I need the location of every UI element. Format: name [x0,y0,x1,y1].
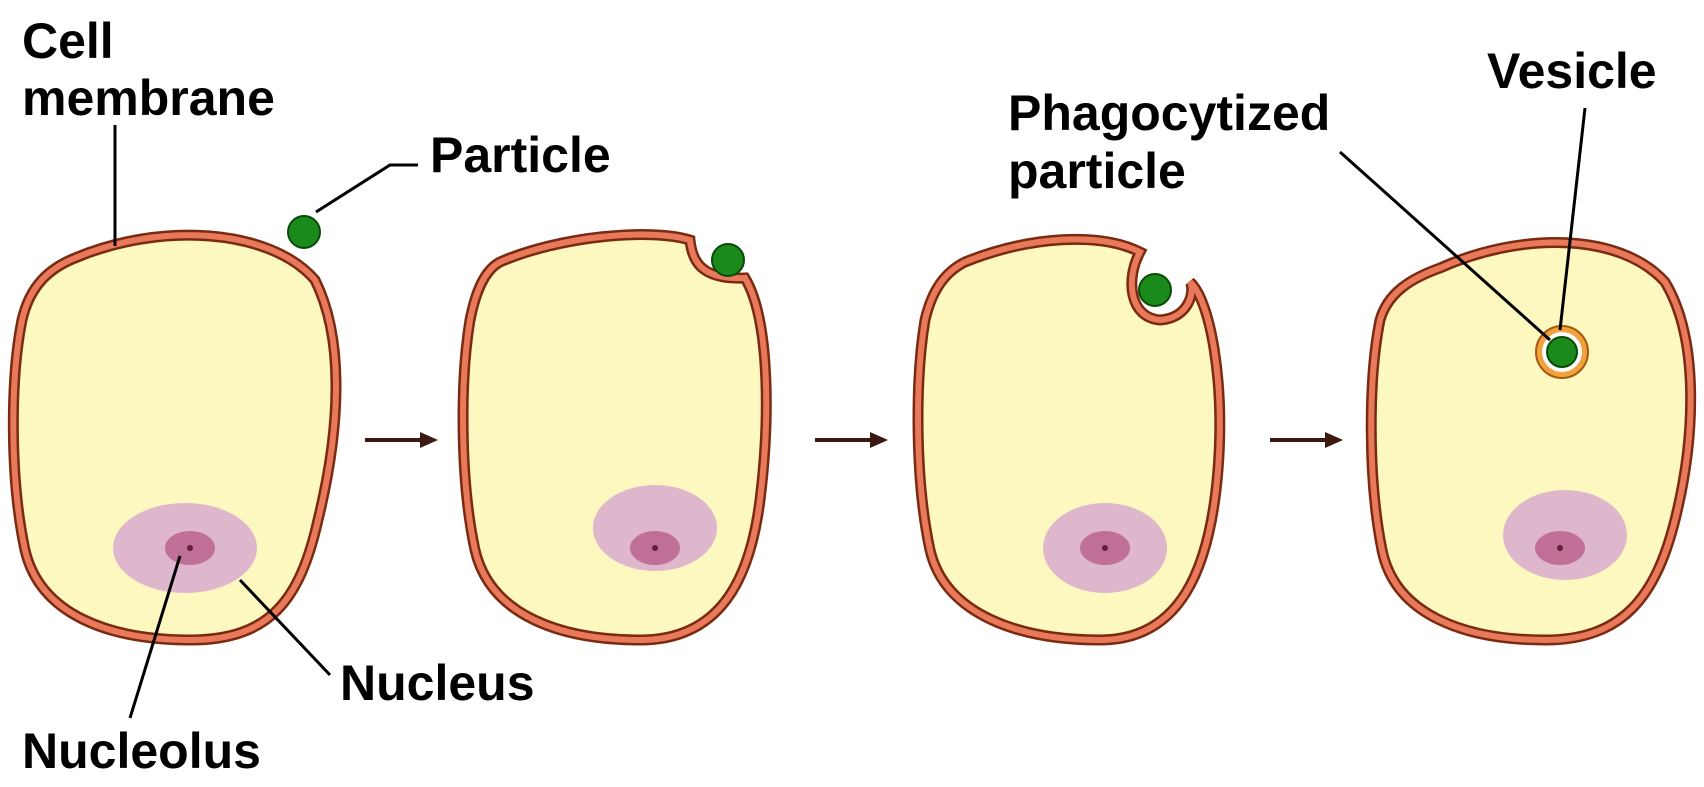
cell-stage-2 [463,235,766,640]
cell-stage-4 [1371,243,1690,640]
particle [288,216,320,248]
particle [712,244,744,276]
particle [1139,274,1171,306]
nucleolus-label: Nucleolus [22,723,261,779]
phagocytized-label-line2: particle [1008,143,1186,199]
nucleus-label: Nucleus [340,655,535,711]
cell-membrane [463,235,766,640]
right-arrow-icon [1270,432,1343,448]
cell-stage-3 [918,239,1220,640]
cell-membrane-label-line1: Cell [22,13,114,69]
particle [1547,337,1577,367]
right-arrow-icon [365,432,438,448]
cell-membrane [1371,243,1690,640]
right-arrow-icon [815,432,888,448]
particle-leader [316,165,418,212]
cell-membrane-label-line2: membrane [22,70,275,126]
vesicle-label: Vesicle [1487,43,1657,99]
particle-label: Particle [430,127,611,183]
phagocytized-label-line1: Phagocytized [1008,85,1330,141]
